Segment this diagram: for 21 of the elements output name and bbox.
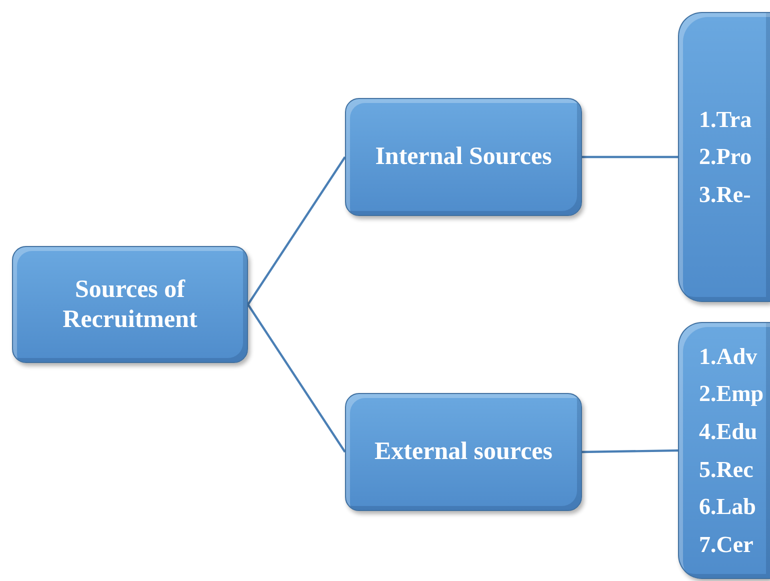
connector-line	[582, 449, 678, 454]
list-item: 5.Rec	[699, 456, 754, 484]
list-item: 6.Lab	[699, 493, 756, 521]
process-box	[345, 393, 582, 511]
list-item: 2.Emp	[699, 380, 764, 408]
list-item: 1.Adv	[699, 342, 758, 370]
process-box	[345, 98, 582, 216]
node-label: External sources	[374, 437, 552, 467]
list-item: 1.Tra	[699, 106, 752, 134]
list-box	[678, 322, 770, 579]
connector-line	[247, 156, 346, 306]
process-box	[12, 246, 248, 363]
list-item: 2.Pro	[699, 143, 752, 171]
connector-line	[582, 156, 678, 158]
node-label: Internal Sources	[375, 142, 552, 172]
list-box	[678, 12, 770, 302]
list-item: 7.Cer	[699, 530, 754, 558]
node-label: Sources of Recruitment	[62, 274, 198, 334]
list-item: 4.Edu	[699, 418, 758, 446]
list-item: 3.Re-	[699, 180, 751, 208]
connector-line	[247, 304, 346, 453]
